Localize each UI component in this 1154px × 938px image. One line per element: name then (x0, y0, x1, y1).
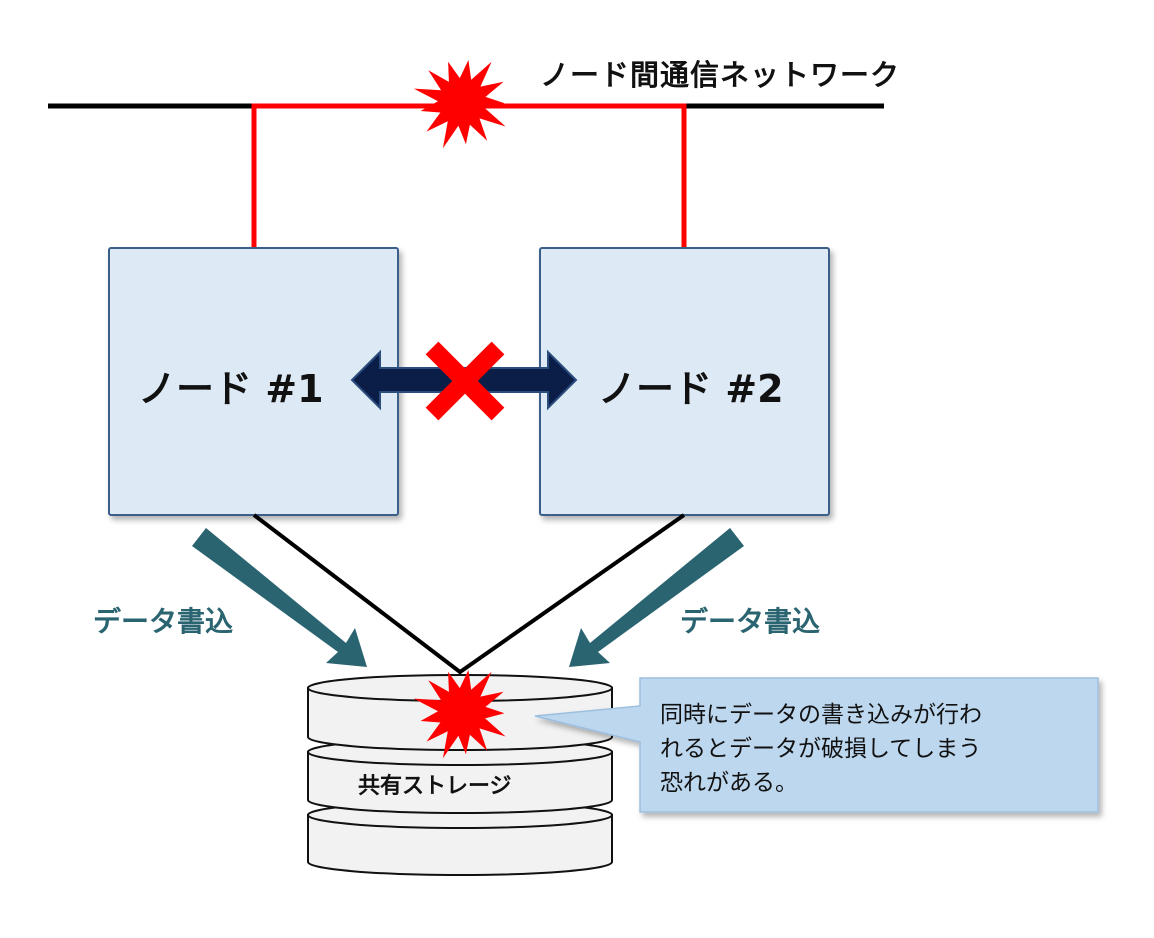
storage-conflict-burst-icon (413, 670, 506, 759)
storage-label: 共有ストレージ (358, 774, 512, 799)
write-arrow-left-icon (192, 528, 367, 667)
node2-network-link (460, 103, 687, 248)
network-failure-burst-icon (413, 60, 506, 149)
callout-text: 同時にデータの書き込みが行わ れるとデータが破損してしまう 恐れがある。 (660, 702, 982, 796)
node1-network-link (251, 103, 460, 248)
network-title: ノード間通信ネットワーク (540, 58, 901, 92)
node-1-label: ノード #1 (138, 367, 324, 411)
write-arrow-right-icon (569, 528, 744, 667)
callout-bubble (534, 677, 1099, 813)
node-2-label: ノード #2 (598, 367, 784, 411)
write-label-right: データ書込 (680, 605, 821, 638)
storage-links (252, 513, 686, 675)
write-label-left: データ書込 (93, 605, 234, 638)
heartbeat-broken-x-icon (425, 341, 505, 421)
